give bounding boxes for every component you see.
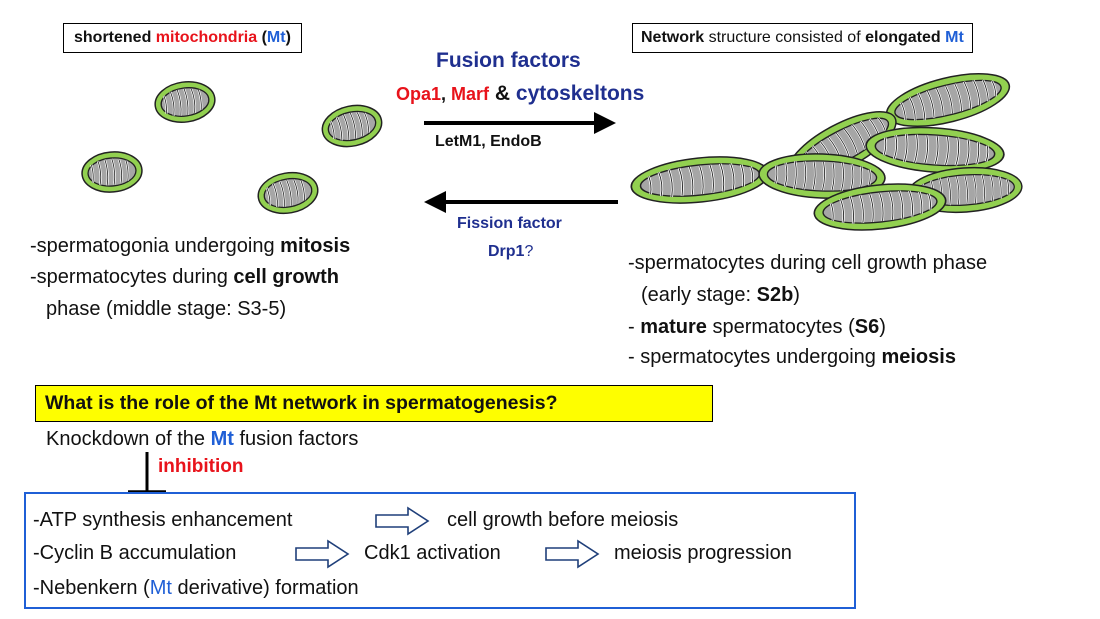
desc-text: -spermatocytes during — [30, 266, 234, 288]
right-desc-line2: (early stage: S2b) — [641, 282, 800, 308]
effect-cyclin-b: -Cyclin B accumulation — [33, 542, 237, 564]
desc-text: Knockdown of the — [46, 428, 211, 450]
effect-cell-growth: cell growth before meiosis — [447, 509, 679, 531]
desc-text: derivative) formation — [171, 577, 359, 599]
label-text: mitochondria — [155, 29, 258, 46]
right-arrow-icon — [424, 112, 616, 134]
hollow-arrow-icon — [375, 507, 429, 535]
question-box: What is the role of the Mt network in sp… — [35, 385, 713, 422]
factor-cytoskeletons: cytoskeltons — [515, 82, 645, 105]
fission-factor-title: Fission factor — [457, 215, 562, 232]
desc-text: - spermatocytes undergoing — [628, 346, 882, 368]
label-text: elongated — [865, 29, 941, 46]
knockdown-text: Knockdown of the Mt fusion factors — [46, 428, 358, 451]
effect-atp-synthesis: -ATP synthesis enhancement — [33, 509, 293, 531]
label-text: ) — [285, 29, 291, 46]
separator: & — [489, 82, 516, 105]
label-text: shortened — [74, 29, 156, 46]
desc-text: ) — [793, 284, 800, 306]
desc-bold: meiosis — [881, 346, 956, 368]
desc-text: -Nebenkern ( — [33, 577, 150, 599]
fusion-factors-title: Fusion factors — [436, 49, 581, 72]
fission-factor-drp1: Drp1? — [488, 243, 533, 261]
factor-opa1: Opa1 — [396, 84, 442, 104]
desc-text: -spermatogonia undergoing — [30, 235, 281, 257]
left-desc-line2: -spermatocytes during cell growth — [30, 264, 339, 290]
left-desc-line3: phase (middle stage: S3-5) — [46, 298, 287, 320]
fusion-factors-list: Opa1, Marf & cytoskeltons — [396, 82, 644, 106]
desc-bold: S6 — [854, 316, 880, 338]
desc-bold: cell growth — [233, 266, 339, 288]
desc-bold: mitosis — [280, 235, 351, 257]
factor-drp1: Drp1 — [488, 243, 525, 260]
label-text: ( — [257, 29, 267, 46]
right-desc-line3: - mature spermatocytes (S6) — [628, 314, 886, 340]
desc-text: (early stage: — [641, 284, 757, 306]
label-text: Mt — [945, 29, 964, 46]
left-arrow-icon — [424, 191, 618, 213]
label-text: Network — [641, 29, 705, 46]
right-desc-line1: -spermatocytes during cell growth phase — [628, 252, 988, 274]
desc-bold: mature — [640, 316, 707, 338]
desc-bold: Mt — [210, 428, 234, 450]
desc-text: ) — [879, 316, 886, 338]
hollow-arrow-icon — [545, 540, 599, 568]
desc-text: fusion factors — [233, 428, 359, 450]
factor-marf: Marf — [451, 84, 490, 104]
desc-text: spermatocytes ( — [706, 316, 855, 338]
question-mark: ? — [524, 243, 534, 260]
label-network-structure: Network structure consisted of elongated… — [632, 23, 973, 53]
hollow-arrow-icon — [295, 540, 349, 568]
effect-cdk1: Cdk1 activation — [364, 542, 501, 564]
desc-mt: Mt — [149, 577, 172, 599]
label-text: Mt — [266, 29, 286, 46]
fusion-factors-sub: LetM1, EndoB — [435, 133, 542, 150]
effect-meiosis-progression: meiosis progression — [614, 542, 792, 564]
desc-text: - — [628, 316, 641, 338]
left-desc-line1: -spermatogonia undergoing mitosis — [30, 233, 350, 259]
label-text: structure consisted of — [704, 29, 866, 46]
right-desc-line4: - spermatocytes undergoing meiosis — [628, 344, 956, 370]
inhibition-label: inhibition — [158, 456, 244, 477]
label-shortened-mitochondria: shortened mitochondria (Mt) — [63, 23, 302, 53]
effects-box — [24, 492, 856, 609]
separator: , — [441, 84, 452, 104]
desc-bold: S2b — [756, 284, 794, 306]
effect-nebenkern: -Nebenkern (Mt derivative) formation — [33, 577, 359, 600]
